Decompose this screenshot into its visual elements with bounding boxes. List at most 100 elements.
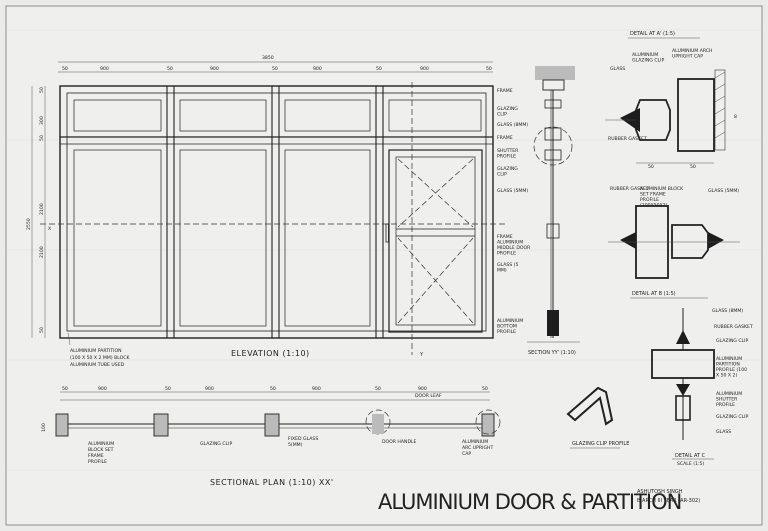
section-yy-label: MM): [497, 268, 507, 274]
detail-b-label: ALUMINIUM BLOCK: [640, 186, 684, 192]
detail-c-label: PROFILE: [716, 402, 735, 408]
detail-a-label: UPRIGHT CAP: [672, 54, 703, 60]
detail-b-label: SET FRAME: [640, 192, 666, 198]
plan-callout-label: BLOCK SET: [88, 447, 114, 453]
plan-callout-label: ALUMINIUM: [462, 439, 488, 445]
overall-height-label: 2550: [26, 218, 32, 230]
section-yy-label: GLAZING: [497, 166, 518, 172]
height-2100-label: 2100: [39, 246, 45, 258]
detail-c-label: PARTITION: [716, 362, 740, 368]
left-dim-label: 50: [39, 87, 45, 93]
elevation-title: ELEVATION (1:10): [231, 349, 310, 358]
section-yy-label: FRAME: [497, 88, 513, 94]
detail-c-label: X 50 X 2): [716, 373, 737, 379]
top-dim-label: 900: [210, 66, 219, 72]
detail-a-dim-3: 8: [734, 114, 737, 120]
section-yy-label: MIDDLE DOOR: [497, 245, 531, 251]
glazing-clip-profile-drawing: GLAZING CLIP PROFILE: [566, 386, 629, 449]
detail-a-label: ALUMINIUM ARCH: [672, 48, 713, 54]
detail-a-dim-1: 50: [648, 164, 654, 170]
section-yy-label: ALUMINIUM: [497, 318, 523, 324]
plan-dim-label: 900: [205, 386, 214, 392]
detail-b-label: RUBBER GASKET: [610, 186, 649, 192]
detail-c-drawing: GLASS (8MM) RUBBER GASKET GLAZING CLIP ALUM…: [651, 308, 753, 467]
plan-callout-label: PROFILE: [88, 459, 107, 465]
section-yy-label: GLAZING: [497, 106, 518, 112]
section-yy-label: FRAME: [497, 135, 513, 141]
detail-c-scale: SCALE (1:5): [677, 461, 704, 467]
top-dim-label: 50: [486, 66, 492, 72]
course-info: B.ARCH III YEAR (AR-302): [637, 498, 700, 504]
detail-c-label: RUBBER GASKET: [714, 324, 753, 330]
plan-callout-label: 5(MM): [288, 442, 303, 448]
partition-note-3: ALUMINIUM TUBE USED: [70, 362, 125, 368]
section-yy-label: FRAME: [497, 234, 513, 240]
detail-c-label: ALUMINIUM: [716, 391, 742, 397]
section-yy-label: CLIP: [497, 172, 507, 178]
section-yy-label: ALUMINIUM: [497, 240, 523, 246]
partition-note-1: ALUMINIUM PARTITION: [70, 348, 122, 354]
detail-c-label: ALUMINIUM: [716, 356, 742, 362]
top-dim-label: 50: [376, 66, 382, 72]
overall-width-label: 3850: [262, 55, 274, 61]
plan-dim-label: 900: [98, 386, 107, 392]
detail-c-label: GLAZING CLIP: [716, 414, 748, 420]
left-dim-label: 300: [39, 116, 45, 125]
section-yy-label: GLASS (5: [497, 262, 518, 268]
detail-c-label: GLASS (8MM): [712, 308, 743, 314]
detail-c-label: GLASS: [716, 429, 731, 435]
section-yy-label: GLASS (5MM): [497, 188, 528, 194]
top-dim-label: 900: [100, 66, 109, 72]
detail-a-label: GLAZING CLIP: [632, 58, 664, 64]
detail-a-label: ALUMINIUM: [632, 52, 658, 58]
left-dim-label: 2100: [39, 203, 45, 215]
detail-a-label: GLASS: [610, 66, 625, 72]
plan-callout-label: CAP: [462, 451, 471, 457]
section-yy-label: PROFILE: [497, 329, 516, 335]
section-yy-label: CLIP: [497, 112, 507, 118]
detail-b-label: (100X50X2): [640, 203, 668, 209]
plan-dim-label: 50: [165, 386, 171, 392]
section-yy-label: SHUTTER: [497, 148, 519, 154]
section-mark-y: Y: [419, 352, 424, 358]
detail-a-label: RUBBER GASKET: [608, 136, 647, 142]
title-block: ALUMINIUM DOOR & PARTITION ASHUTOSH SING…: [378, 489, 700, 514]
detail-c-label: SHUTTER: [716, 397, 738, 403]
detail-a-title: DETAIL AT A' (1:5): [630, 31, 675, 37]
door-leaf-label: DOOR LEAF: [415, 393, 442, 399]
plan-side-dim: 100: [41, 423, 47, 432]
section-yy-label: PROFILE: [497, 251, 516, 257]
detail-b-label: GLASS (5MM): [708, 188, 739, 194]
top-dim-label: 900: [313, 66, 322, 72]
section-mark-x: X: [48, 226, 51, 232]
plan-callout-label: FRAME: [88, 453, 104, 459]
plan-dim-label: 900: [312, 386, 321, 392]
section-yy-label: GLASS (8MM): [497, 122, 528, 128]
section-yy-title: SECTION YY' (1:10): [528, 350, 576, 356]
top-dim-label: 50: [167, 66, 173, 72]
detail-a-dim-2: 50: [690, 164, 696, 170]
detail-b-label: PROFILE: [640, 197, 659, 203]
detail-c-label: GLAZING CLIP: [716, 338, 748, 344]
glazing-clip-title: GLAZING CLIP PROFILE: [572, 441, 629, 447]
plan-callout-label: ARC UPRIGHT: [462, 445, 493, 451]
plan-callout-label: GLAZING CLIP: [200, 441, 232, 447]
plan-callout-label: ALUMINIUM: [88, 441, 114, 447]
top-dim-label: 50: [62, 66, 68, 72]
detail-b-title: DETAIL AT B (1:5): [632, 291, 676, 297]
plan-dim-label: 50: [482, 386, 488, 392]
top-dim-label: 50: [272, 66, 278, 72]
detail-c-label: PROFILE (100: [716, 367, 747, 373]
partition-note-2: (100 X 50 X 2 MM) BLOCK: [70, 355, 130, 361]
author-name: ASHUTOSH SINGH: [637, 489, 683, 495]
left-dim-label: 50: [39, 135, 45, 141]
detail-c-title: DETAIL AT C: [675, 453, 706, 459]
plan-dim-label: 50: [62, 386, 68, 392]
plan-callout-label: FIXED GLASS: [288, 436, 318, 442]
